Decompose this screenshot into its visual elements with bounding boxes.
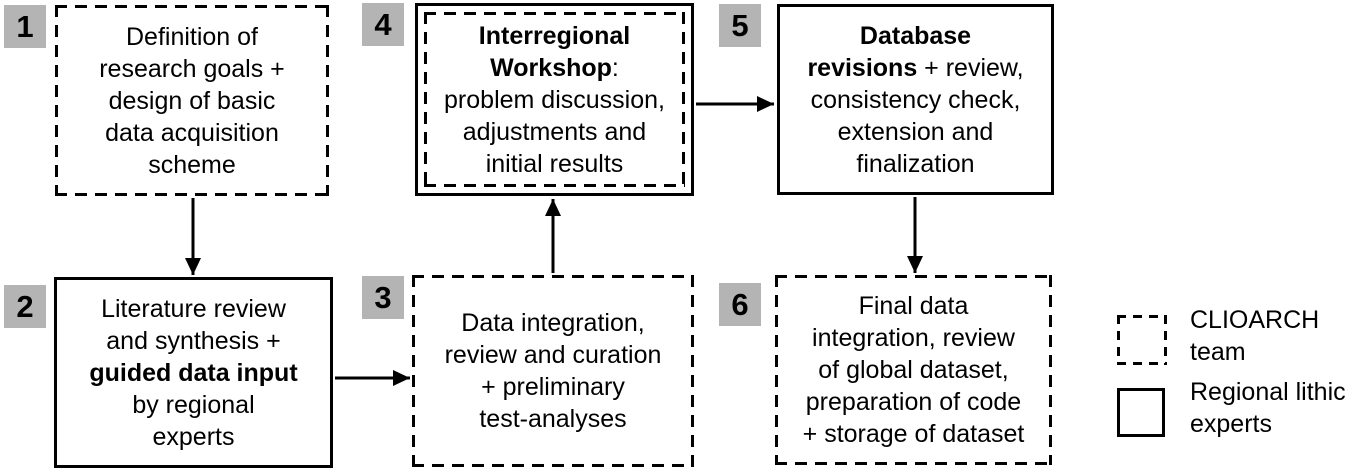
step-2-number-badge: 2 — [4, 285, 46, 328]
step-1-number-badge: 1 — [4, 5, 46, 48]
step-4-number-badge: 4 — [362, 3, 404, 46]
step-6-number-badge: 6 — [719, 283, 761, 326]
legend-solid-swatch — [1117, 388, 1165, 437]
step-3-number-badge: 3 — [362, 276, 404, 319]
step-3-text: Data integration,review and curation+ pr… — [444, 309, 662, 433]
step-5-number-badge: 5 — [719, 4, 761, 47]
step-3-box: Data integration,review and curation+ pr… — [412, 275, 694, 467]
legend-dashed-swatch — [1117, 315, 1167, 365]
